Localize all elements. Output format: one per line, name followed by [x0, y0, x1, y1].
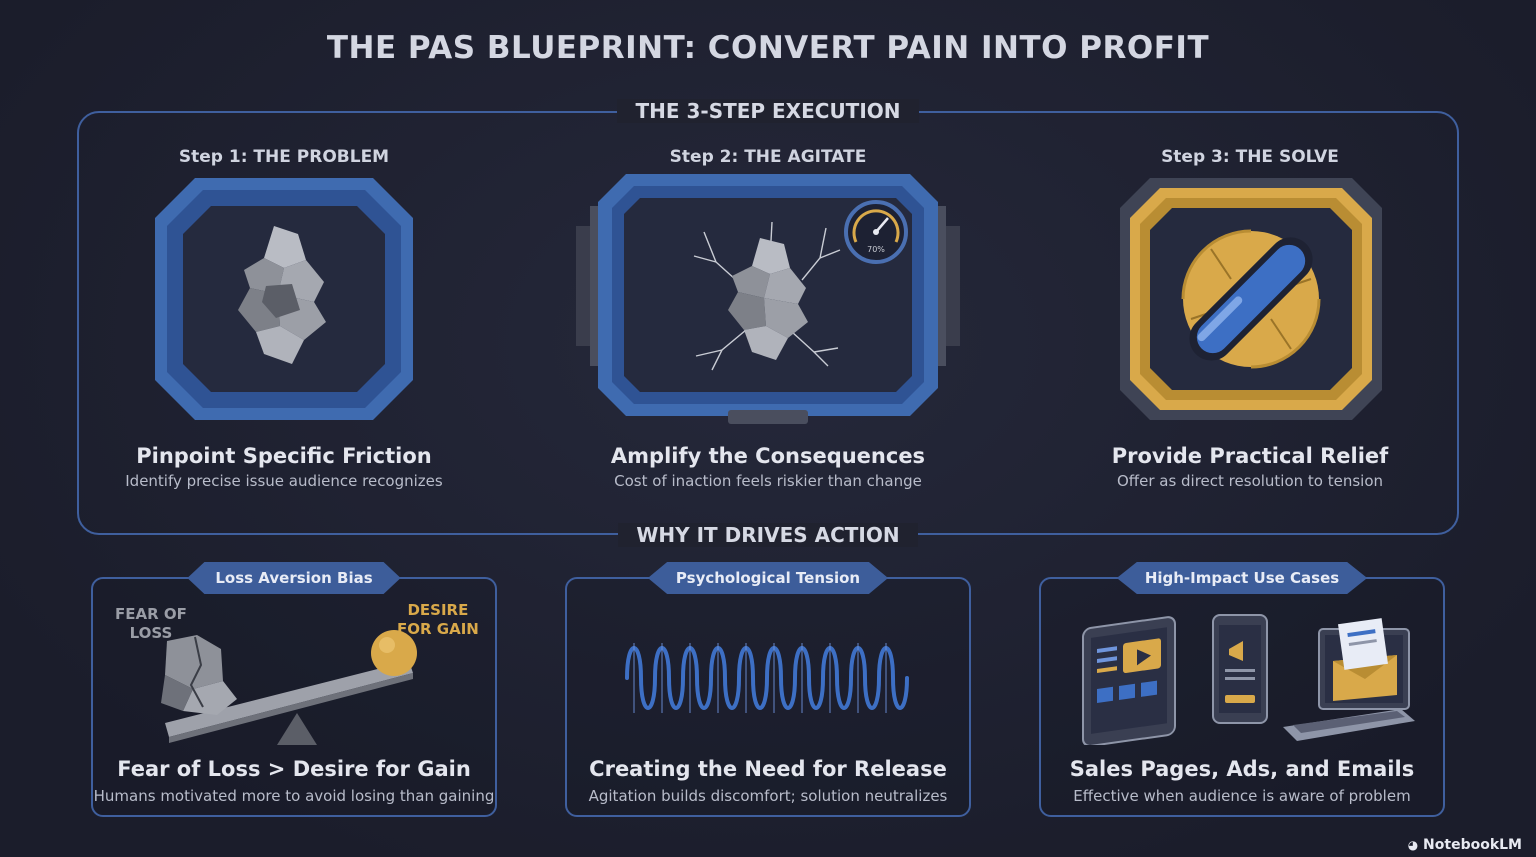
loss-aversion-pill: Loss Aversion Bias: [187, 562, 401, 594]
step-2: Step 2: THE AGITATE: [578, 147, 958, 167]
use-cases-heading: Sales Pages, Ads, and Emails: [1069, 757, 1415, 781]
agitate-cracked-rock-icon: 70%: [576, 174, 960, 424]
step-2-description: Cost of inaction feels riskier than chan…: [614, 472, 922, 490]
step-1: Step 1: THE PROBLEM: [94, 147, 474, 167]
step-1-heading: Pinpoint Specific Friction: [136, 444, 432, 468]
page-title: THE PAS BLUEPRINT: CONVERT PAIN INTO PRO…: [326, 30, 1210, 66]
problem-rock-icon: [155, 178, 413, 420]
loss-aversion-description: Humans motivated more to avoid losing th…: [93, 787, 495, 805]
gauge-reading: 70%: [867, 245, 885, 254]
step-3-label: Step 3: THE SOLVE: [1161, 147, 1339, 167]
execution-label: THE 3-STEP EXECUTION: [0, 99, 1536, 123]
step-2-label: Step 2: THE AGITATE: [669, 147, 867, 167]
scale-seesaw-icon: [161, 630, 417, 745]
loss-aversion-heading: Fear of Loss > Desire for Gain: [117, 757, 471, 781]
why-label-text: WHY IT DRIVES ACTION: [618, 523, 918, 547]
step-1-text: Pinpoint Specific Friction Identify prec…: [64, 444, 504, 490]
spring-coil-icon: [625, 643, 909, 713]
devices-icon: [1082, 614, 1415, 745]
loss-aversion-card: Loss Aversion Bias FEAR OF LOSS DESIRE F…: [91, 562, 497, 817]
step-3-description: Offer as direct resolution to tension: [1116, 472, 1384, 490]
use-cases-description: Effective when audience is aware of prob…: [1073, 787, 1411, 805]
execution-label-text: THE 3-STEP EXECUTION: [617, 99, 919, 123]
step-1-label: Step 1: THE PROBLEM: [178, 147, 390, 167]
psychological-tension-description: Agitation builds discomfort; solution ne…: [588, 787, 948, 805]
step-2-heading: Amplify the Consequences: [610, 444, 926, 468]
why-label: WHY IT DRIVES ACTION: [0, 523, 1536, 547]
step-3-heading: Provide Practical Relief: [1111, 444, 1389, 468]
use-cases-card: High-Impact Use Cases: [1039, 562, 1445, 817]
psychological-tension-heading: Creating the Need for Release: [589, 757, 947, 781]
watermark-text: NotebookLM: [1423, 837, 1522, 853]
step-2-text: Amplify the Consequences Cost of inactio…: [548, 444, 988, 490]
step-1-description: Identify precise issue audience recogniz…: [125, 472, 443, 490]
solve-capsule-icon: [1120, 178, 1382, 420]
psychological-tension-card: Psychological Tension Creating the Need …: [565, 562, 971, 817]
psychological-tension-pill: Psychological Tension: [647, 562, 889, 594]
notebooklm-logo-icon: ◕: [1407, 838, 1419, 852]
step-3: Step 3: THE SOLVE: [1060, 147, 1440, 167]
use-cases-pill: High-Impact Use Cases: [1116, 562, 1368, 594]
notebooklm-watermark: ◕ NotebookLM: [1408, 837, 1522, 853]
step-3-text: Provide Practical Relief Offer as direct…: [1030, 444, 1470, 490]
fear-of-loss-label: FEAR OF LOSS: [115, 605, 187, 642]
